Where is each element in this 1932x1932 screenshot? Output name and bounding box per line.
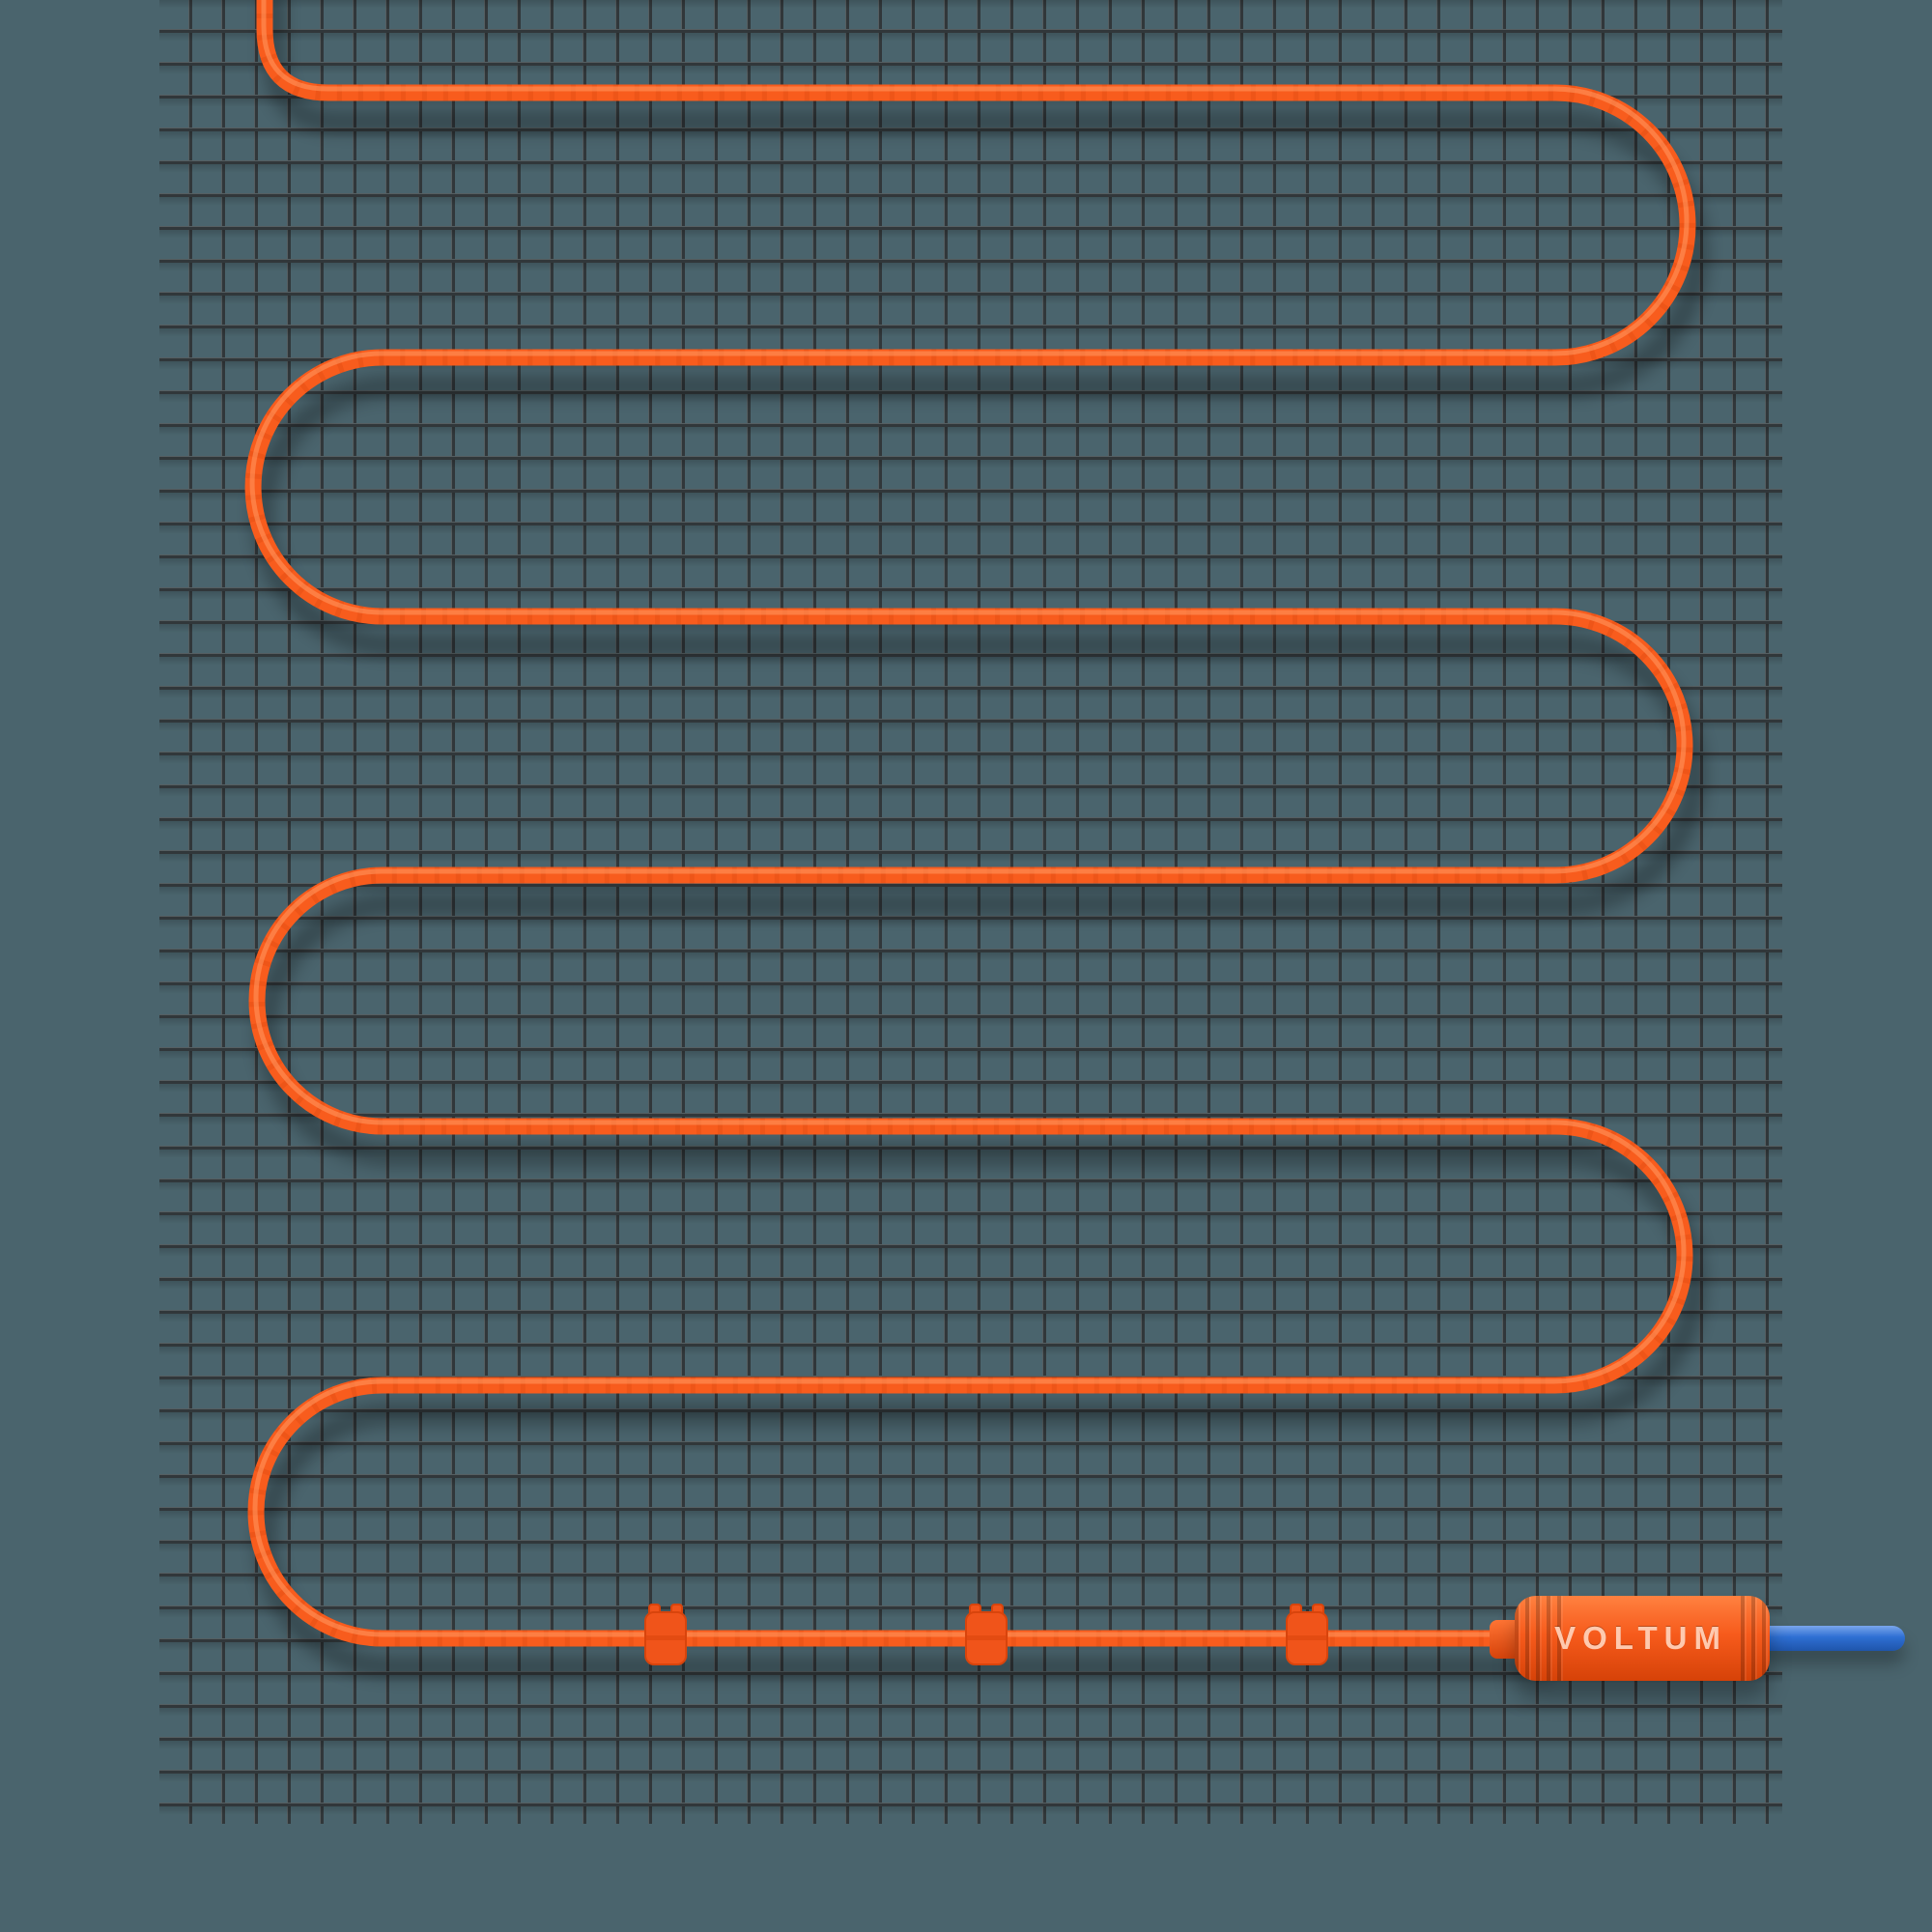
connector-sleeve: VOLTUM	[1515, 1596, 1770, 1681]
connector-ridges	[1741, 1596, 1770, 1681]
cold-lead-wire	[1760, 1626, 1905, 1651]
cable-clip	[965, 1604, 1008, 1665]
cable-clip	[1286, 1604, 1328, 1665]
brand-label: VOLTUM	[1554, 1620, 1727, 1656]
cable-clip	[644, 1604, 687, 1665]
cable-drop-shadow	[263, 0, 1697, 1667]
connector-ridges	[1515, 1596, 1567, 1681]
